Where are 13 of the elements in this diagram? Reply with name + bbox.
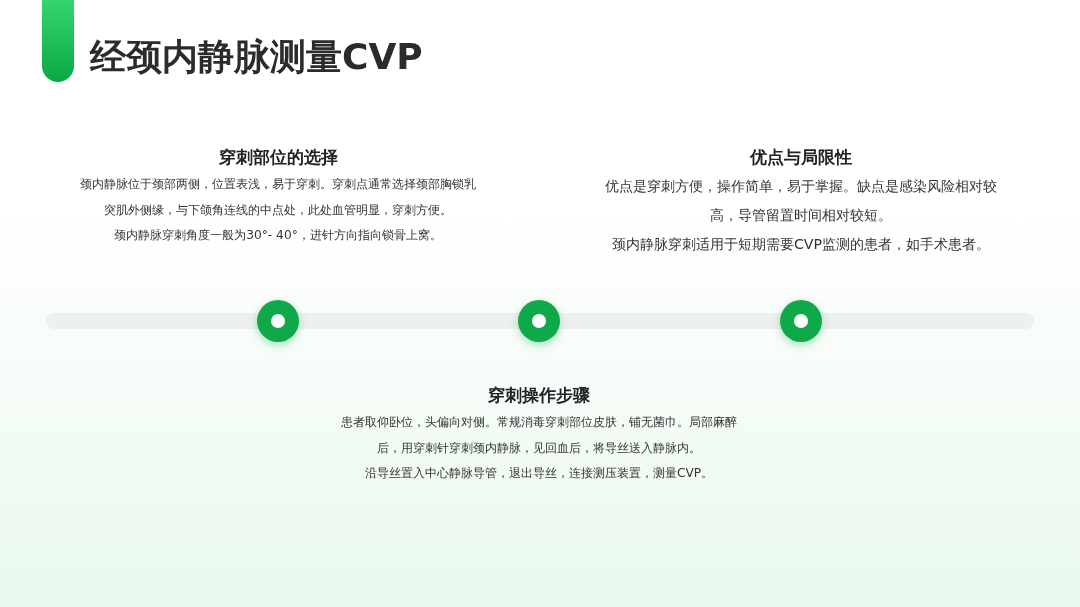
section-heading: 穿刺部位的选择 bbox=[217, 146, 339, 169]
description-text: 患者取仰卧位，头偏向对侧。常规消毒穿刺部位皮肤，铺无菌巾。局部麻醉后，用穿刺针穿刺颈内静脉，见回血后，将导丝送入静脉内。 bbox=[340, 414, 738, 457]
description-text: 沿导丝置入中心静脉导管，退出导丝，连接测压装置，测量CVP。 bbox=[363, 465, 715, 482]
slide-title: 经颈内静脉测量CVP bbox=[90, 35, 423, 79]
timeline-dot bbox=[257, 300, 299, 342]
section-heading: 优点与局限性 bbox=[749, 146, 853, 169]
description-text: 颈内静脉穿刺适用于短期需要CVP监测的患者，如手术患者。 bbox=[610, 235, 992, 254]
description-text: 颈内静脉穿刺角度一般为30°- 40°，进针方向指向锁骨上窝。 bbox=[113, 227, 443, 244]
description-text: 颈内静脉位于颈部两侧，位置表浅，易于穿刺。穿刺点通常选择颈部胸锁乳突肌外侧缘，与下颌角连线的中点处，此处血管明显，穿刺方便。 bbox=[79, 176, 477, 219]
section-heading: 穿刺操作步骤 bbox=[487, 384, 591, 407]
description-text: 优点是穿刺方便，操作简单，易于掌握。缺点是感染风险相对较高，导管留置时间相对较短。 bbox=[604, 177, 998, 225]
timeline-dot bbox=[780, 300, 822, 342]
timeline-dot bbox=[518, 300, 560, 342]
